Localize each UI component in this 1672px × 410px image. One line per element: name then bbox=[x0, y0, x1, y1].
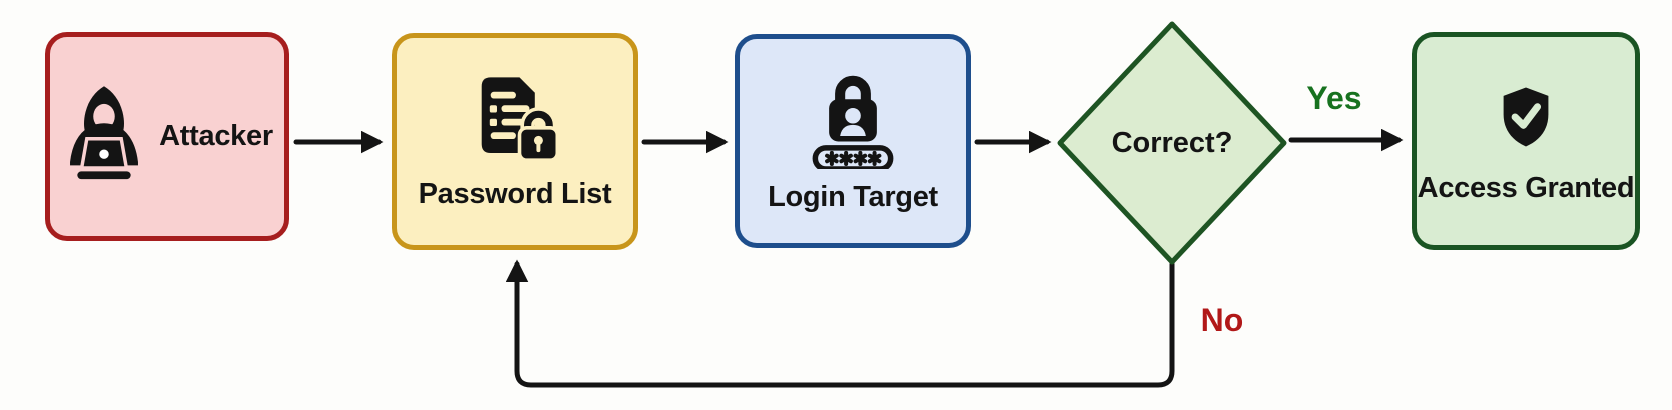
node-login-target-label: Login Target bbox=[768, 181, 938, 213]
node-decision-label: Correct? bbox=[1111, 126, 1233, 159]
decision-diamond bbox=[1057, 21, 1287, 265]
node-decision: Correct? bbox=[1048, 20, 1296, 266]
node-access-granted-label: Access Granted bbox=[1417, 172, 1635, 204]
arrow-decision-no-to-password bbox=[505, 259, 1175, 388]
node-attacker-label: Attacker bbox=[159, 120, 273, 152]
lock-user-password-icon bbox=[812, 75, 894, 169]
edge-label-yes: Yes bbox=[1306, 80, 1362, 116]
node-login-target: Login Target bbox=[735, 34, 971, 248]
shield-check-icon bbox=[1503, 87, 1549, 147]
hacker-laptop-icon bbox=[70, 85, 139, 179]
node-password-list-label: Password List bbox=[418, 178, 612, 210]
document-lock-icon bbox=[481, 77, 560, 162]
node-password-list: Password List bbox=[392, 33, 638, 250]
node-attacker: Attacker bbox=[45, 32, 289, 241]
edge-label-no: No bbox=[1200, 302, 1244, 338]
node-access-granted: Access Granted bbox=[1412, 32, 1640, 250]
